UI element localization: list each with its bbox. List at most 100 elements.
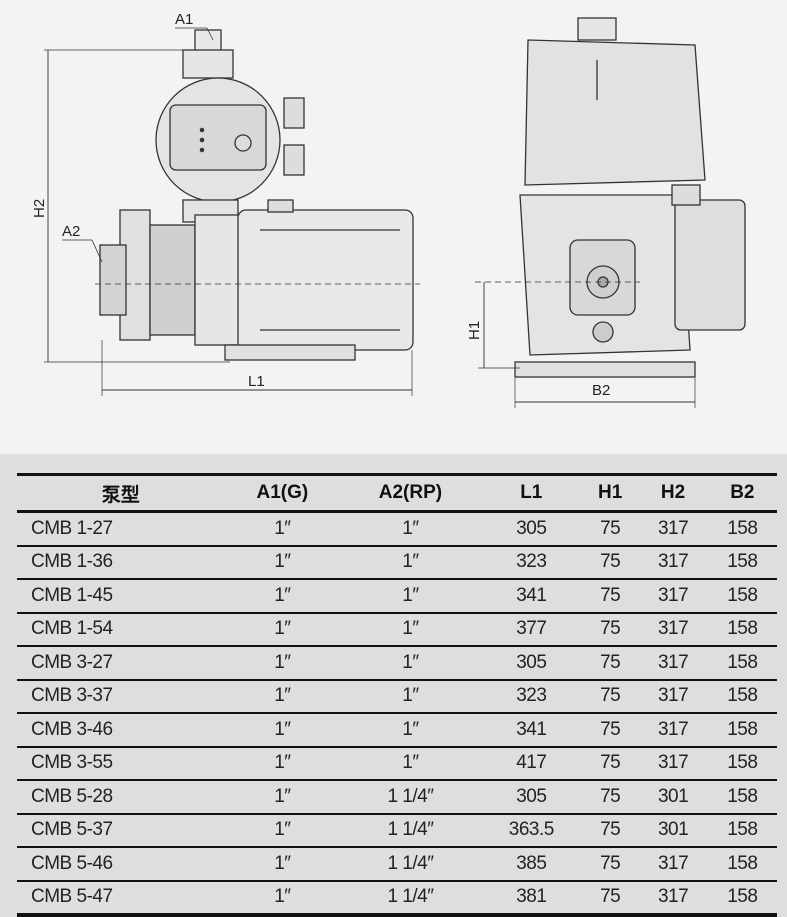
column-header: 泵型 <box>17 473 225 513</box>
table-cell: 305 <box>480 780 582 815</box>
table-cell: 417 <box>480 746 582 781</box>
table-cell: CMB 3-46 <box>17 713 225 748</box>
table-cell: 1 1/4″ <box>340 847 481 882</box>
column-header: L1 <box>480 473 582 513</box>
table-cell: 1″ <box>340 646 481 681</box>
table-cell: 1 1/4″ <box>340 780 481 815</box>
table-cell: 1″ <box>224 780 341 815</box>
table-cell: 1″ <box>224 713 341 748</box>
table-cell: 317 <box>638 713 708 748</box>
column-header: H2 <box>638 473 708 513</box>
table-cell: 1″ <box>340 579 481 614</box>
table-cell: 317 <box>638 511 708 547</box>
table-cell: 317 <box>638 746 708 781</box>
table-cell: CMB 3-27 <box>17 646 225 681</box>
table-cell: 75 <box>581 679 639 714</box>
table-cell: 1″ <box>340 612 481 647</box>
pump-dimension-drawing: A1 A2 H2 L1 H1 B2 <box>0 0 787 454</box>
table-cell: 317 <box>638 679 708 714</box>
pump-side-view <box>44 27 420 396</box>
table-cell: 75 <box>581 579 639 614</box>
table-cell: 323 <box>480 679 582 714</box>
table-cell: 75 <box>581 646 639 681</box>
table-cell: 75 <box>581 847 639 882</box>
table-cell: 75 <box>581 780 639 815</box>
table-cell: 158 <box>707 579 777 614</box>
table-cell: 1″ <box>340 746 481 781</box>
table-cell: 1″ <box>224 646 341 681</box>
table-cell: CMB 5-37 <box>17 813 225 848</box>
table-cell: 317 <box>638 646 708 681</box>
label-a1: A1 <box>175 11 193 28</box>
table-cell: 301 <box>638 780 708 815</box>
table-cell: 377 <box>480 612 582 647</box>
table-cell: 305 <box>480 646 582 681</box>
table-cell: 1″ <box>340 713 481 748</box>
label-h1: H1 <box>466 321 483 340</box>
column-header: A1(G) <box>224 473 341 513</box>
table-cell: 305 <box>480 511 582 547</box>
table-cell: 317 <box>638 545 708 580</box>
table-cell: CMB 1-36 <box>17 545 225 580</box>
pump-front-view <box>475 17 746 408</box>
table-cell: 158 <box>707 545 777 580</box>
table-cell: 1″ <box>224 880 341 917</box>
table-cell: 317 <box>638 612 708 647</box>
table-cell: 158 <box>707 880 777 917</box>
table-cell: 1″ <box>224 612 341 647</box>
table-cell: 385 <box>480 847 582 882</box>
table-cell: 158 <box>707 612 777 647</box>
table-cell: 158 <box>707 511 777 547</box>
table-cell: 381 <box>480 880 582 917</box>
table-cell: CMB 1-54 <box>17 612 225 647</box>
table-cell: 317 <box>638 579 708 614</box>
table-cell: 158 <box>707 679 777 714</box>
table-cell: 75 <box>581 713 639 748</box>
table-cell: 363.5 <box>480 813 582 848</box>
label-b2: B2 <box>592 382 610 399</box>
table-cell: 1″ <box>224 511 341 547</box>
table-cell: 1″ <box>224 746 341 781</box>
table-cell: 1 1/4″ <box>340 880 481 917</box>
table-cell: 1″ <box>340 545 481 580</box>
label-h2: H2 <box>31 199 48 218</box>
column-header: B2 <box>707 473 777 513</box>
table-cell: 75 <box>581 813 639 848</box>
table-cell: 341 <box>480 713 582 748</box>
table-cell: 75 <box>581 545 639 580</box>
table-cell: 75 <box>581 880 639 917</box>
table-cell: 1″ <box>224 813 341 848</box>
table-cell: 1″ <box>224 545 341 580</box>
table-cell: CMB 5-47 <box>17 880 225 917</box>
table-cell: 158 <box>707 847 777 882</box>
table-cell: 323 <box>480 545 582 580</box>
table-cell: 158 <box>707 646 777 681</box>
table-cell: 317 <box>638 880 708 917</box>
table-cell: 75 <box>581 511 639 547</box>
label-l1: L1 <box>248 373 265 390</box>
table-cell: CMB 3-37 <box>17 679 225 714</box>
table-cell: 341 <box>480 579 582 614</box>
table-cell: CMB 1-45 <box>17 579 225 614</box>
table-cell: CMB 1-27 <box>17 511 225 547</box>
table-cell: 1″ <box>340 679 481 714</box>
table-cell: CMB 3-55 <box>17 746 225 781</box>
table-cell: 75 <box>581 612 639 647</box>
column-header: A2(RP) <box>340 473 481 513</box>
table-cell: CMB 5-46 <box>17 847 225 882</box>
table-cell: 158 <box>707 713 777 748</box>
table-cell: 75 <box>581 746 639 781</box>
